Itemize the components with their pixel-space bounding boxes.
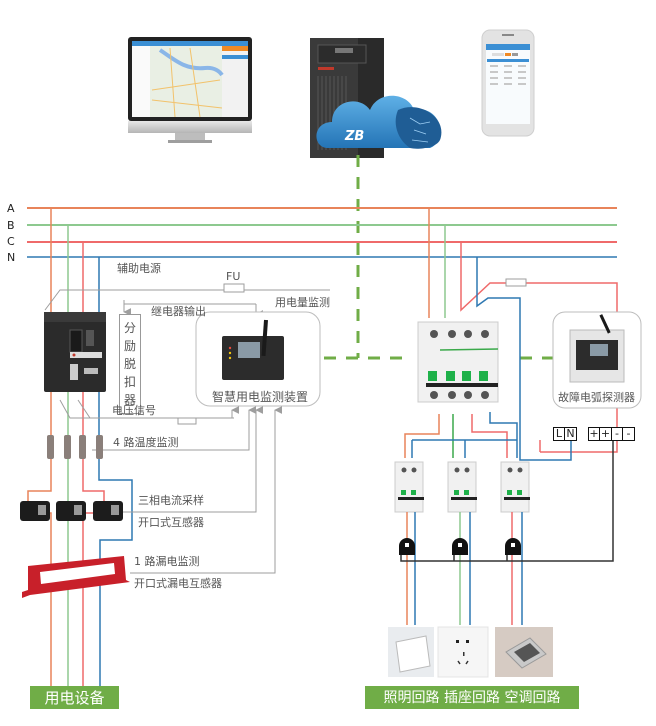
phase-label-a: A xyxy=(7,202,15,215)
arc-detector-label: 故障电弧探测器 xyxy=(558,391,635,404)
phase-label-n: N xyxy=(7,251,16,264)
branch-breaker-icon xyxy=(500,461,530,513)
terminal-n: N xyxy=(564,427,577,441)
branch-breaker-icon xyxy=(447,461,477,513)
open-ct-label: 开口式互感器 xyxy=(138,516,204,529)
signal-lines xyxy=(92,406,283,574)
branch-c-feed xyxy=(471,414,508,458)
aux-power-label: 辅助电源 xyxy=(117,262,161,275)
shunt-trip-label: 分 励 脱 扣 器 xyxy=(119,314,141,414)
fuse-icon xyxy=(223,283,245,293)
fuse-label: FU xyxy=(226,270,241,283)
cloud-icon: ZB xyxy=(316,95,442,149)
temperature-sensors xyxy=(47,435,103,459)
temperature-signal-line xyxy=(92,406,257,451)
branch-a-feed xyxy=(404,414,440,458)
phone-icon xyxy=(481,29,535,137)
current-transformers xyxy=(20,501,123,521)
monitor-icon xyxy=(128,37,252,143)
temp-sensor-icon xyxy=(47,435,54,459)
leakage-ct-icon xyxy=(22,556,130,598)
branch-breakers xyxy=(394,461,530,513)
branch-cts xyxy=(399,538,521,555)
arc-fuse-icon xyxy=(505,278,527,287)
network-links xyxy=(324,155,555,360)
voltage-fuse-icon xyxy=(177,417,197,425)
signal-terminals: + + - - xyxy=(587,427,635,441)
voltage-signal-line xyxy=(135,406,240,419)
power-socket-icon xyxy=(437,626,489,678)
relay-output-label: 继电器输出 xyxy=(151,305,206,318)
temp-sensor-icon xyxy=(96,435,103,459)
voltage-signal-label: 电压信号 xyxy=(112,404,156,417)
power-terminals: L N xyxy=(552,427,577,441)
phase-label-b: B xyxy=(7,219,15,232)
cloud-logo-text: ZB xyxy=(344,129,364,144)
equipment-banner: 用电设备 xyxy=(30,686,119,709)
right-drop-n xyxy=(476,257,572,461)
monitoring-device-icon xyxy=(222,319,284,380)
arc-detector-icon xyxy=(569,314,625,383)
left-wire-c xyxy=(82,242,105,690)
air-conditioner-icon xyxy=(495,627,553,677)
current-signal-line xyxy=(118,406,264,513)
branch-n-feed xyxy=(489,412,518,458)
leakage-monitor-label: 1 路漏电监测 xyxy=(134,555,200,568)
four-pole-breaker-icon xyxy=(417,321,499,403)
phase-label-c: C xyxy=(7,235,15,248)
open-leakage-ct-label: 开口式漏电互感器 xyxy=(134,577,222,590)
current-sampling-label: 三相电流采样 xyxy=(138,494,204,507)
right-drop-c xyxy=(460,242,618,453)
temperature-monitor-label: 4 路温度监测 xyxy=(113,436,179,449)
temp-sensor-icon xyxy=(79,435,86,459)
monitoring-device-label: 智慧用电监测装置 xyxy=(212,390,309,404)
load-images xyxy=(388,626,553,678)
branch-breaker-icon xyxy=(394,461,424,513)
ceiling-light-icon xyxy=(388,627,434,677)
temp-sensor-icon xyxy=(64,435,71,459)
circuits-banner: 照明回路 插座回路 空调回路 xyxy=(365,686,579,709)
leakage-signal-line xyxy=(130,406,283,574)
mccb-breaker-icon xyxy=(44,312,106,392)
terminal-minus-2: - xyxy=(622,427,635,441)
energy-monitor-label: 用电量监测 xyxy=(275,296,330,309)
